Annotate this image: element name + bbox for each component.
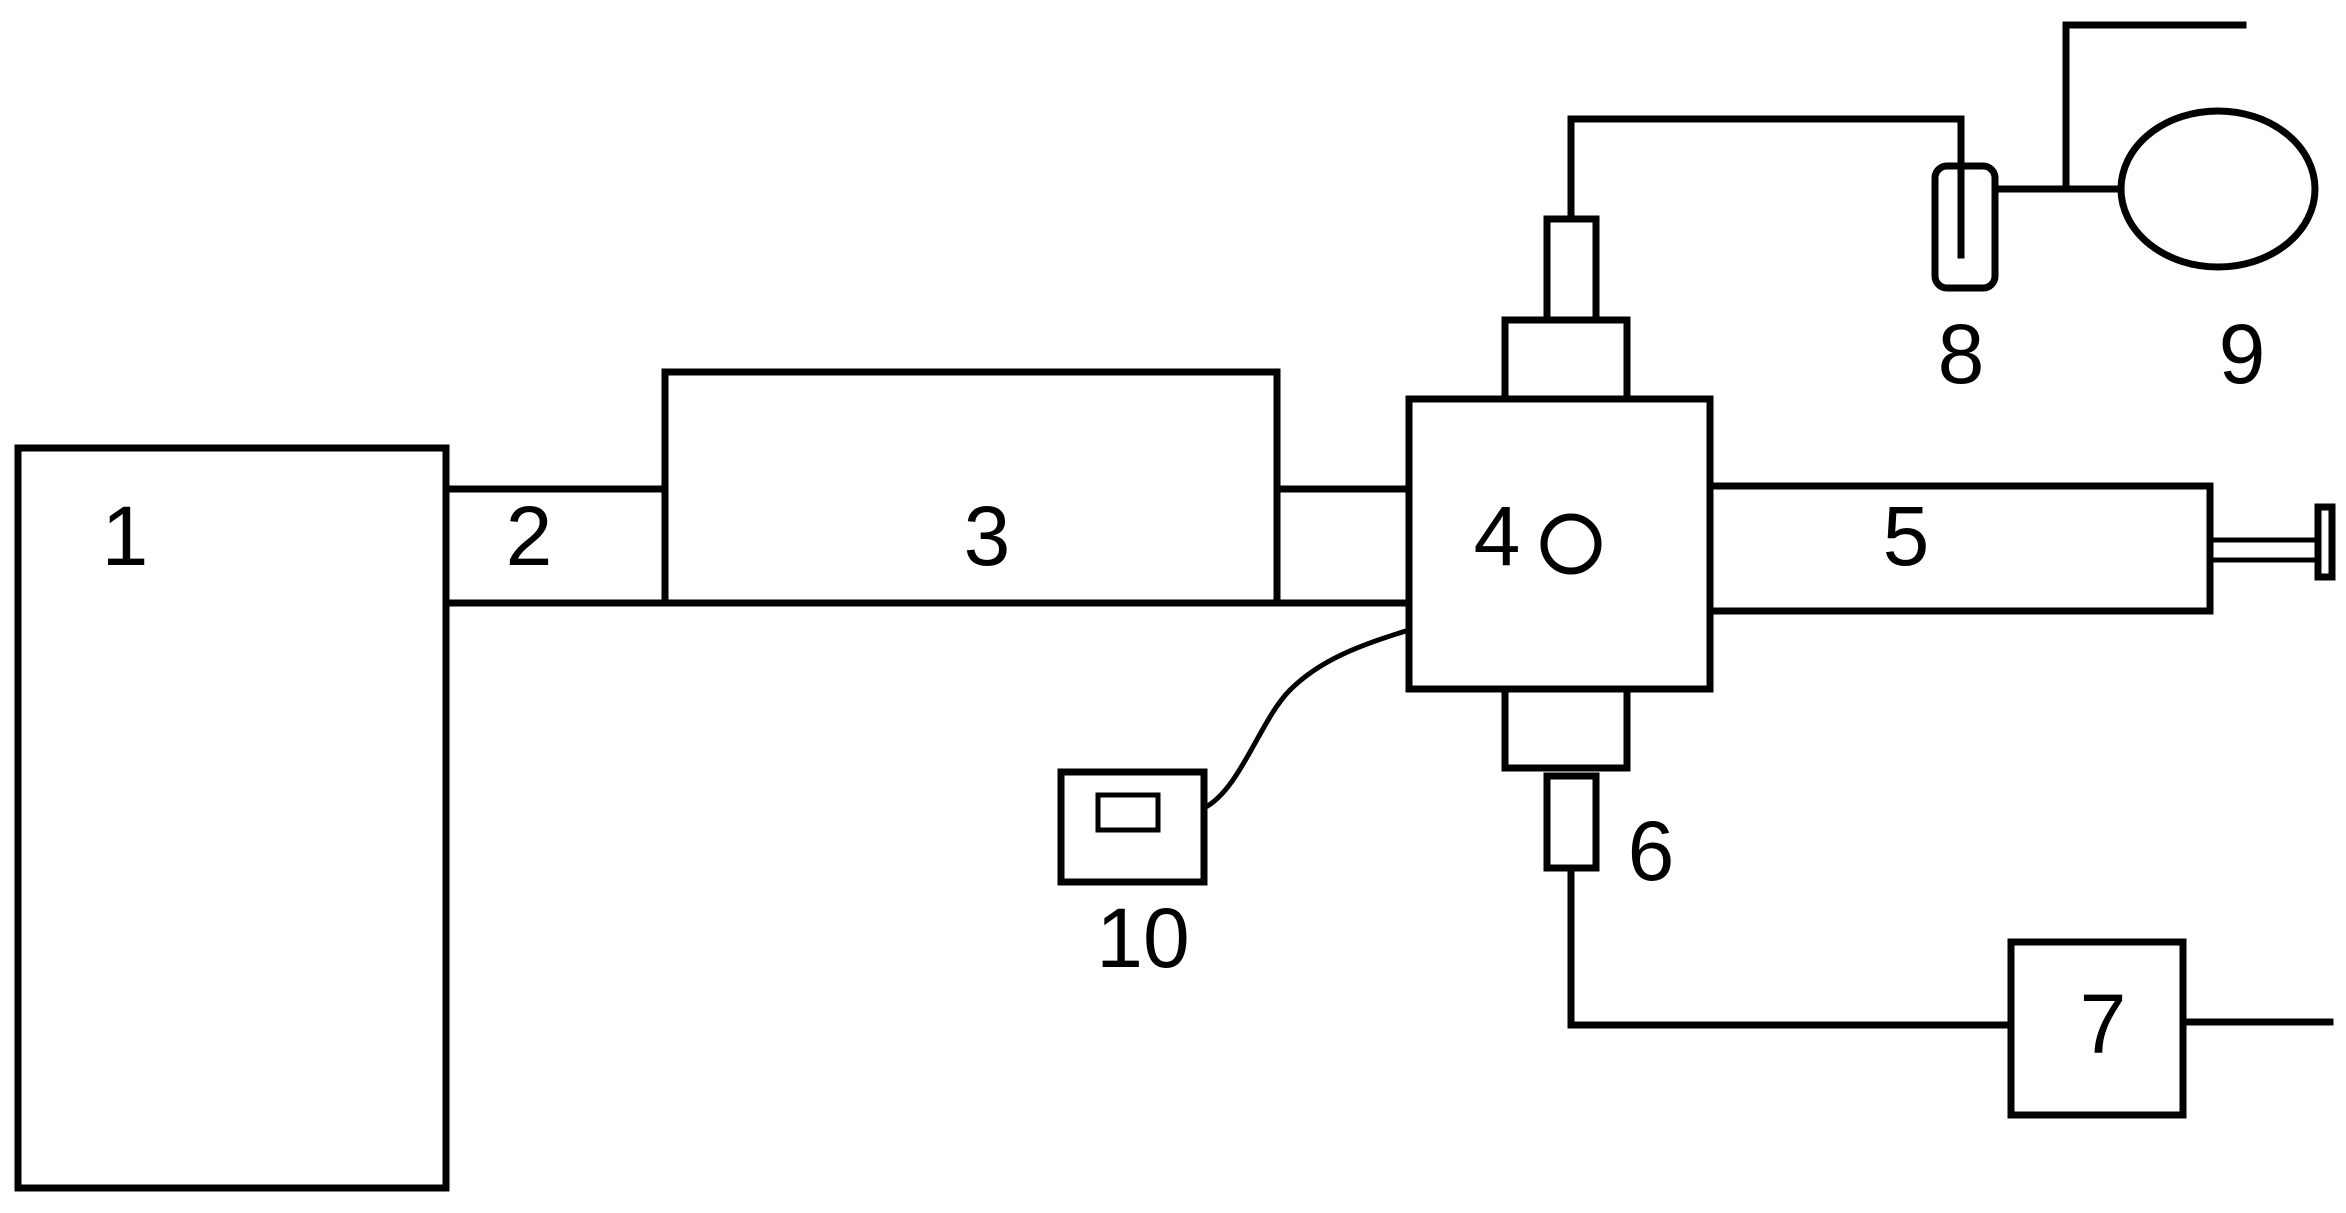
label-2: 2 bbox=[506, 489, 553, 583]
viewport-circle-icon bbox=[1540, 513, 1602, 575]
label-10: 10 bbox=[1096, 891, 1189, 985]
top-fitting-wide bbox=[1501, 316, 1631, 403]
top-fitting-narrow bbox=[1543, 215, 1600, 324]
connector-3-to-4 bbox=[1273, 485, 1413, 607]
label-6: 6 bbox=[1628, 804, 1675, 898]
label-5: 5 bbox=[1883, 489, 1930, 583]
label-3: 3 bbox=[964, 489, 1011, 583]
component-1-large-box bbox=[14, 444, 450, 1192]
component-8-small-vial bbox=[1931, 162, 1999, 292]
tube-4-to-8 bbox=[1567, 115, 1965, 259]
component-5-syringe bbox=[1706, 482, 2336, 615]
label-8: 8 bbox=[1938, 307, 1985, 401]
component-9-balloon bbox=[2117, 107, 2319, 271]
component-4-central-box bbox=[1405, 395, 1714, 693]
label-9: 9 bbox=[2219, 307, 2266, 401]
label-4: 4 bbox=[1474, 489, 1521, 583]
component-10-controller-device bbox=[1057, 768, 1208, 886]
tube-6-to-7 bbox=[1567, 864, 2015, 1029]
label-7: 7 bbox=[2080, 977, 2127, 1071]
component-6-bottom-port bbox=[1543, 772, 1600, 872]
controller-display bbox=[1095, 792, 1161, 833]
component-2-connector-pipe bbox=[442, 485, 669, 607]
bottom-fitting-wide bbox=[1501, 685, 1631, 772]
label-1: 1 bbox=[102, 489, 149, 583]
tube-8-to-9 bbox=[1991, 21, 2247, 193]
component-7-output-box bbox=[2007, 938, 2187, 1119]
cable-10-to-4 bbox=[1202, 627, 1410, 811]
